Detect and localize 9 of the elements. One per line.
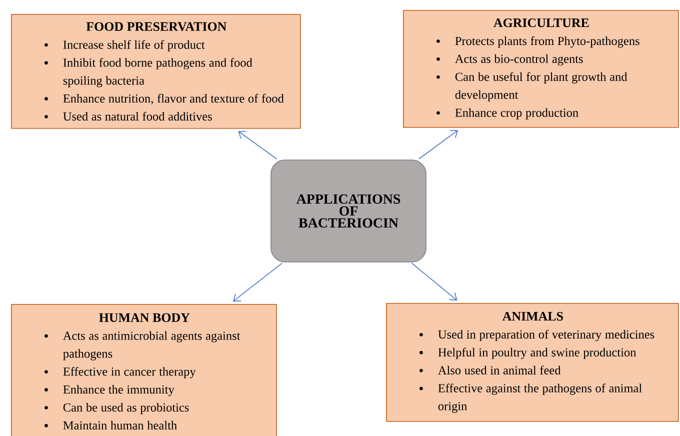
text-box: HUMAN BODY Acts as antimicrobial agents against pathogens Effective in cancer therapy Enhance the immunity Can be used as probiotics Maintain human health bbox=[11, 304, 277, 436]
arrow bbox=[418, 130, 458, 160]
arrow bbox=[411, 262, 458, 300]
arrow bbox=[233, 262, 283, 302]
text-box: FOOD PRESERVATION Increase shelf life of product Inhibit food borne pathogens and food spoiling bacteria Enhance nutrition, flavor and texture of food Used as natural food additives bbox=[11, 14, 301, 129]
center-box: APPLICATIONS OF BACTERIOCIN bbox=[270, 160, 426, 262]
text-box: AGRICULTURE Protects plants from Phyto-pathogens Acts as bio-control agents Can be useful for plant growth and development Enhance crop production bbox=[403, 10, 679, 128]
arrow bbox=[238, 131, 278, 160]
text-box: ANIMALS Used in preparation of veterinary medicines Helpful in poultry and swine production Also used in animal feed Effective against the pathogens of animal origin bbox=[386, 302, 679, 422]
